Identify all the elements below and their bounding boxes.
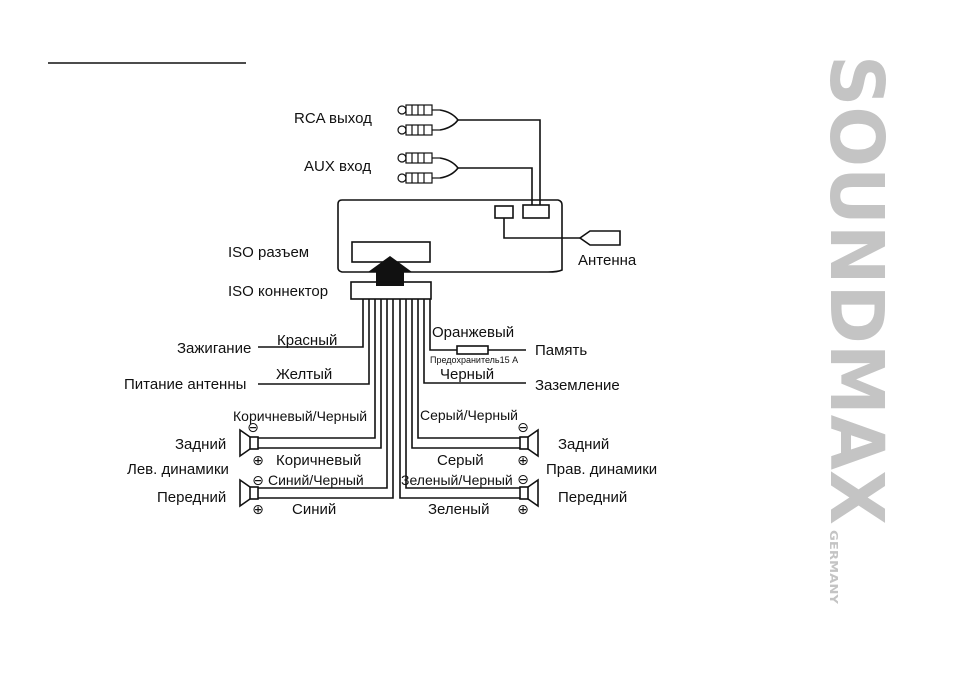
label-rca-out: RCA выход bbox=[294, 110, 372, 127]
label-wire-blue-black: Синий/Черный bbox=[268, 472, 364, 488]
rca-plug-icon bbox=[397, 152, 440, 164]
rca-cable bbox=[458, 119, 541, 205]
rca-jack-port bbox=[522, 204, 550, 219]
plus-icon: ⊕ bbox=[517, 501, 529, 517]
label-right-rear: Задний bbox=[558, 436, 609, 453]
speaker-left-rear-icon bbox=[239, 428, 259, 458]
minus-icon: ⊖ bbox=[517, 471, 529, 487]
plus-icon: ⊕ bbox=[252, 501, 264, 517]
minus-icon: ⊖ bbox=[247, 419, 259, 435]
brand-logo: SOUNDMAX bbox=[813, 55, 899, 525]
iso-connector bbox=[350, 281, 432, 300]
label-wire-red: Красный bbox=[277, 332, 337, 349]
label-ground: Заземление bbox=[535, 377, 620, 394]
label-iso-connector: ISO коннектор bbox=[228, 283, 328, 300]
antenna-cable bbox=[503, 218, 580, 239]
label-left-rear: Задний bbox=[175, 436, 226, 453]
label-wire-orange: Оранжевый bbox=[432, 324, 514, 341]
brand-sub: GERMANY bbox=[827, 530, 840, 605]
label-right-front: Передний bbox=[558, 489, 627, 506]
harness-right bbox=[399, 299, 526, 499]
label-left-front: Передний bbox=[157, 489, 226, 506]
label-antenna-power: Питание антенны bbox=[124, 376, 246, 393]
antenna-jack-port bbox=[494, 205, 514, 219]
label-memory: Память bbox=[535, 342, 587, 359]
label-wire-black: Черный bbox=[440, 366, 494, 383]
label-wire-green-black: Зеленый/Черный bbox=[401, 472, 513, 488]
speaker-right-front-icon bbox=[519, 478, 539, 508]
fuse-icon bbox=[456, 345, 489, 355]
speaker-right-rear-icon bbox=[519, 428, 539, 458]
label-left-speakers: Лев. динамики bbox=[127, 461, 229, 478]
rca-plug-icon bbox=[397, 124, 440, 136]
label-antenna: Антенна bbox=[578, 252, 637, 269]
plus-icon: ⊕ bbox=[517, 452, 529, 468]
plus-icon: ⊕ bbox=[252, 452, 264, 468]
label-wire-gray: Серый bbox=[437, 452, 484, 469]
harness-left bbox=[258, 299, 394, 499]
antenna-plug-icon bbox=[578, 230, 621, 246]
label-wire-gray-black: Серый/Черный bbox=[420, 407, 518, 423]
label-right-speakers: Прав. динамики bbox=[546, 461, 657, 478]
speaker-left-front-icon bbox=[239, 478, 259, 508]
rca-plug-icon bbox=[397, 104, 440, 116]
head-unit-body bbox=[337, 199, 563, 273]
label-aux-in: AUX вход bbox=[304, 158, 371, 175]
connect-arrow-icon bbox=[368, 256, 412, 286]
aux-in-plugs bbox=[397, 152, 460, 184]
label-wire-blue: Синий bbox=[292, 501, 336, 518]
minus-icon: ⊖ bbox=[517, 419, 529, 435]
label-wire-yellow: Желтый bbox=[276, 366, 332, 383]
minus-icon: ⊖ bbox=[252, 472, 264, 488]
aux-cable bbox=[458, 167, 533, 205]
label-fuse: Предохранитель15 А bbox=[430, 355, 518, 365]
label-wire-green: Зеленый bbox=[428, 501, 489, 518]
rca-plug-icon bbox=[397, 172, 440, 184]
label-iso-socket: ISO разъем bbox=[228, 244, 309, 261]
label-wire-brown-black: Коричневый/Черный bbox=[233, 408, 367, 424]
label-wire-brown: Коричневый bbox=[276, 452, 361, 469]
label-ignition: Зажигание bbox=[177, 340, 251, 357]
rca-out-plugs bbox=[397, 104, 460, 136]
